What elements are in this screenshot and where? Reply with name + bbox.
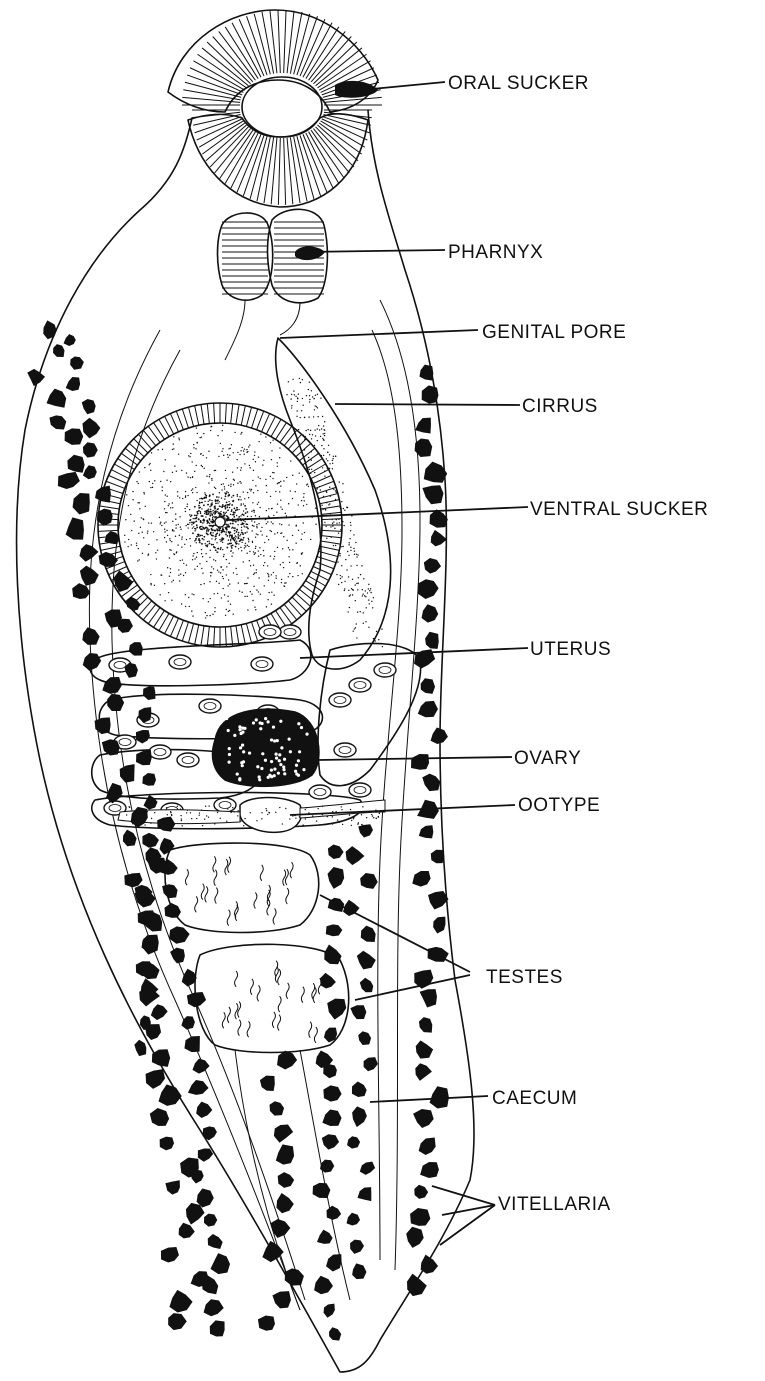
esophagus-right (280, 302, 300, 335)
label-ovary: OVARY (514, 748, 581, 769)
label-pharynx: PHARNYX (448, 242, 543, 263)
vitellaria-follicles (27, 320, 449, 1340)
ventral-sucker-pointer (228, 507, 528, 520)
label-ventral-sucker: VENTRAL SUCKER (530, 499, 708, 520)
caecum-pointer (370, 1096, 488, 1102)
genital-pore-pointer (280, 330, 478, 338)
cirrus-pointer (335, 404, 520, 405)
label-vitellaria: VITELLARIA (498, 1194, 611, 1215)
label-ootype: OOTYPE (518, 795, 600, 816)
label-cirrus: CIRRUS (522, 396, 598, 417)
label-uterus: UTERUS (530, 639, 611, 660)
cirrus-sac (276, 338, 391, 669)
ovary (212, 709, 318, 786)
ventral-sucker (98, 403, 342, 647)
label-caecum: CAECUM (492, 1088, 577, 1109)
esophagus (225, 300, 245, 360)
label-genital-pore: GENITAL PORE (482, 322, 626, 343)
label-testes: TESTES (486, 967, 563, 988)
oral-sucker-pointer-mark (335, 81, 378, 98)
caecum-mid-right (300, 1050, 350, 1300)
caecum-right-outer (380, 300, 420, 1270)
label-oral-sucker: ORAL SUCKER (448, 73, 589, 94)
vitellaria-pointer-1 (432, 1186, 495, 1205)
oral-sucker (168, 10, 382, 207)
